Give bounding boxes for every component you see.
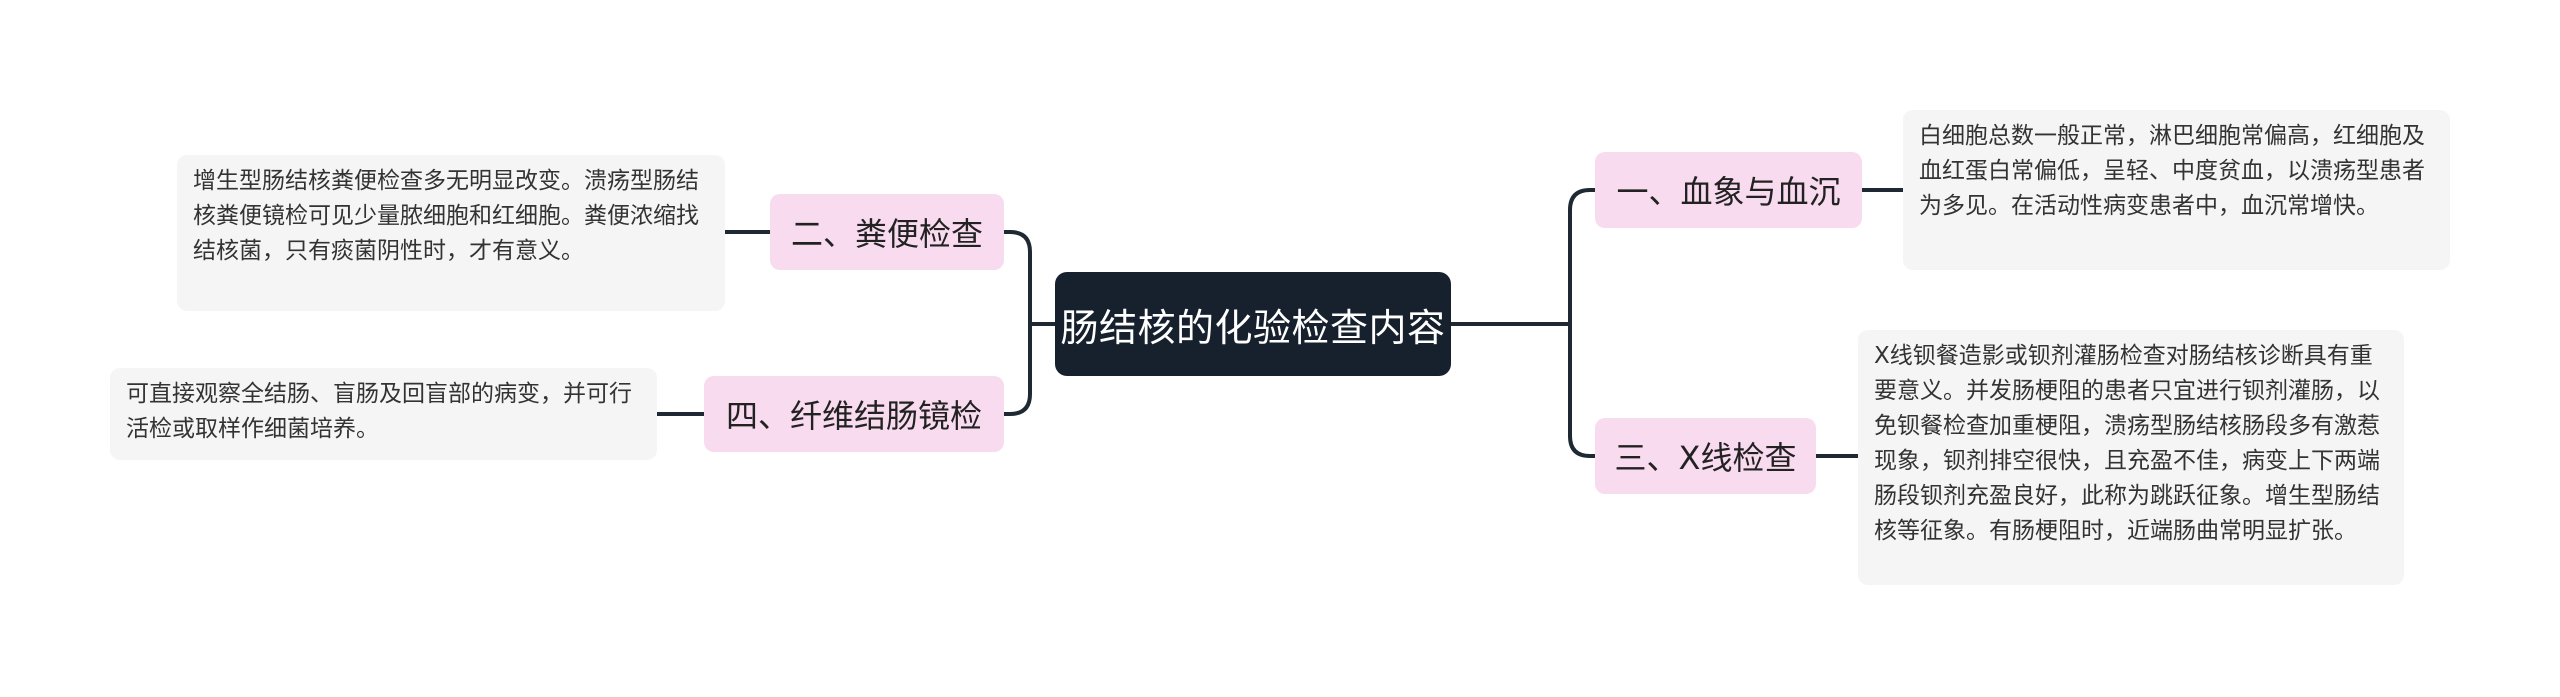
connector-right-trunk-top: [1568, 188, 1597, 326]
branch-colonoscopy: 四、纤维结肠镜检: [704, 376, 1004, 452]
root-topic: 肠结核的化验检查内容: [1055, 272, 1451, 376]
connector-left-trunk-bottom: [1002, 322, 1032, 416]
detail-colonoscopy: 可直接观察全结肠、盲肠及回盲部的病变，并可行活检或取样作细菌培养。: [110, 368, 657, 460]
detail-blood-test: 白细胞总数一般正常，淋巴细胞常偏高，红细胞及血红蛋白常偏低，呈轻、中度贫血，以溃…: [1903, 110, 2450, 270]
detail-stool-test: 增生型肠结核粪便检查多无明显改变。溃疡型肠结核粪便镜检可见少量脓细胞和红细胞。粪…: [177, 155, 725, 311]
branch-xray: 三、X线检查: [1595, 418, 1816, 494]
connector-left-trunk-top: [1002, 230, 1032, 326]
branch-blood-test: 一、血象与血沉: [1595, 152, 1862, 228]
connector-right-trunk-bottom: [1568, 322, 1597, 458]
branch-stool-test: 二、粪便检查: [770, 194, 1004, 270]
detail-xray: X线钡餐造影或钡剂灌肠检查对肠结核诊断具有重要意义。并发肠梗阻的患者只宜进行钡剂…: [1858, 330, 2404, 585]
